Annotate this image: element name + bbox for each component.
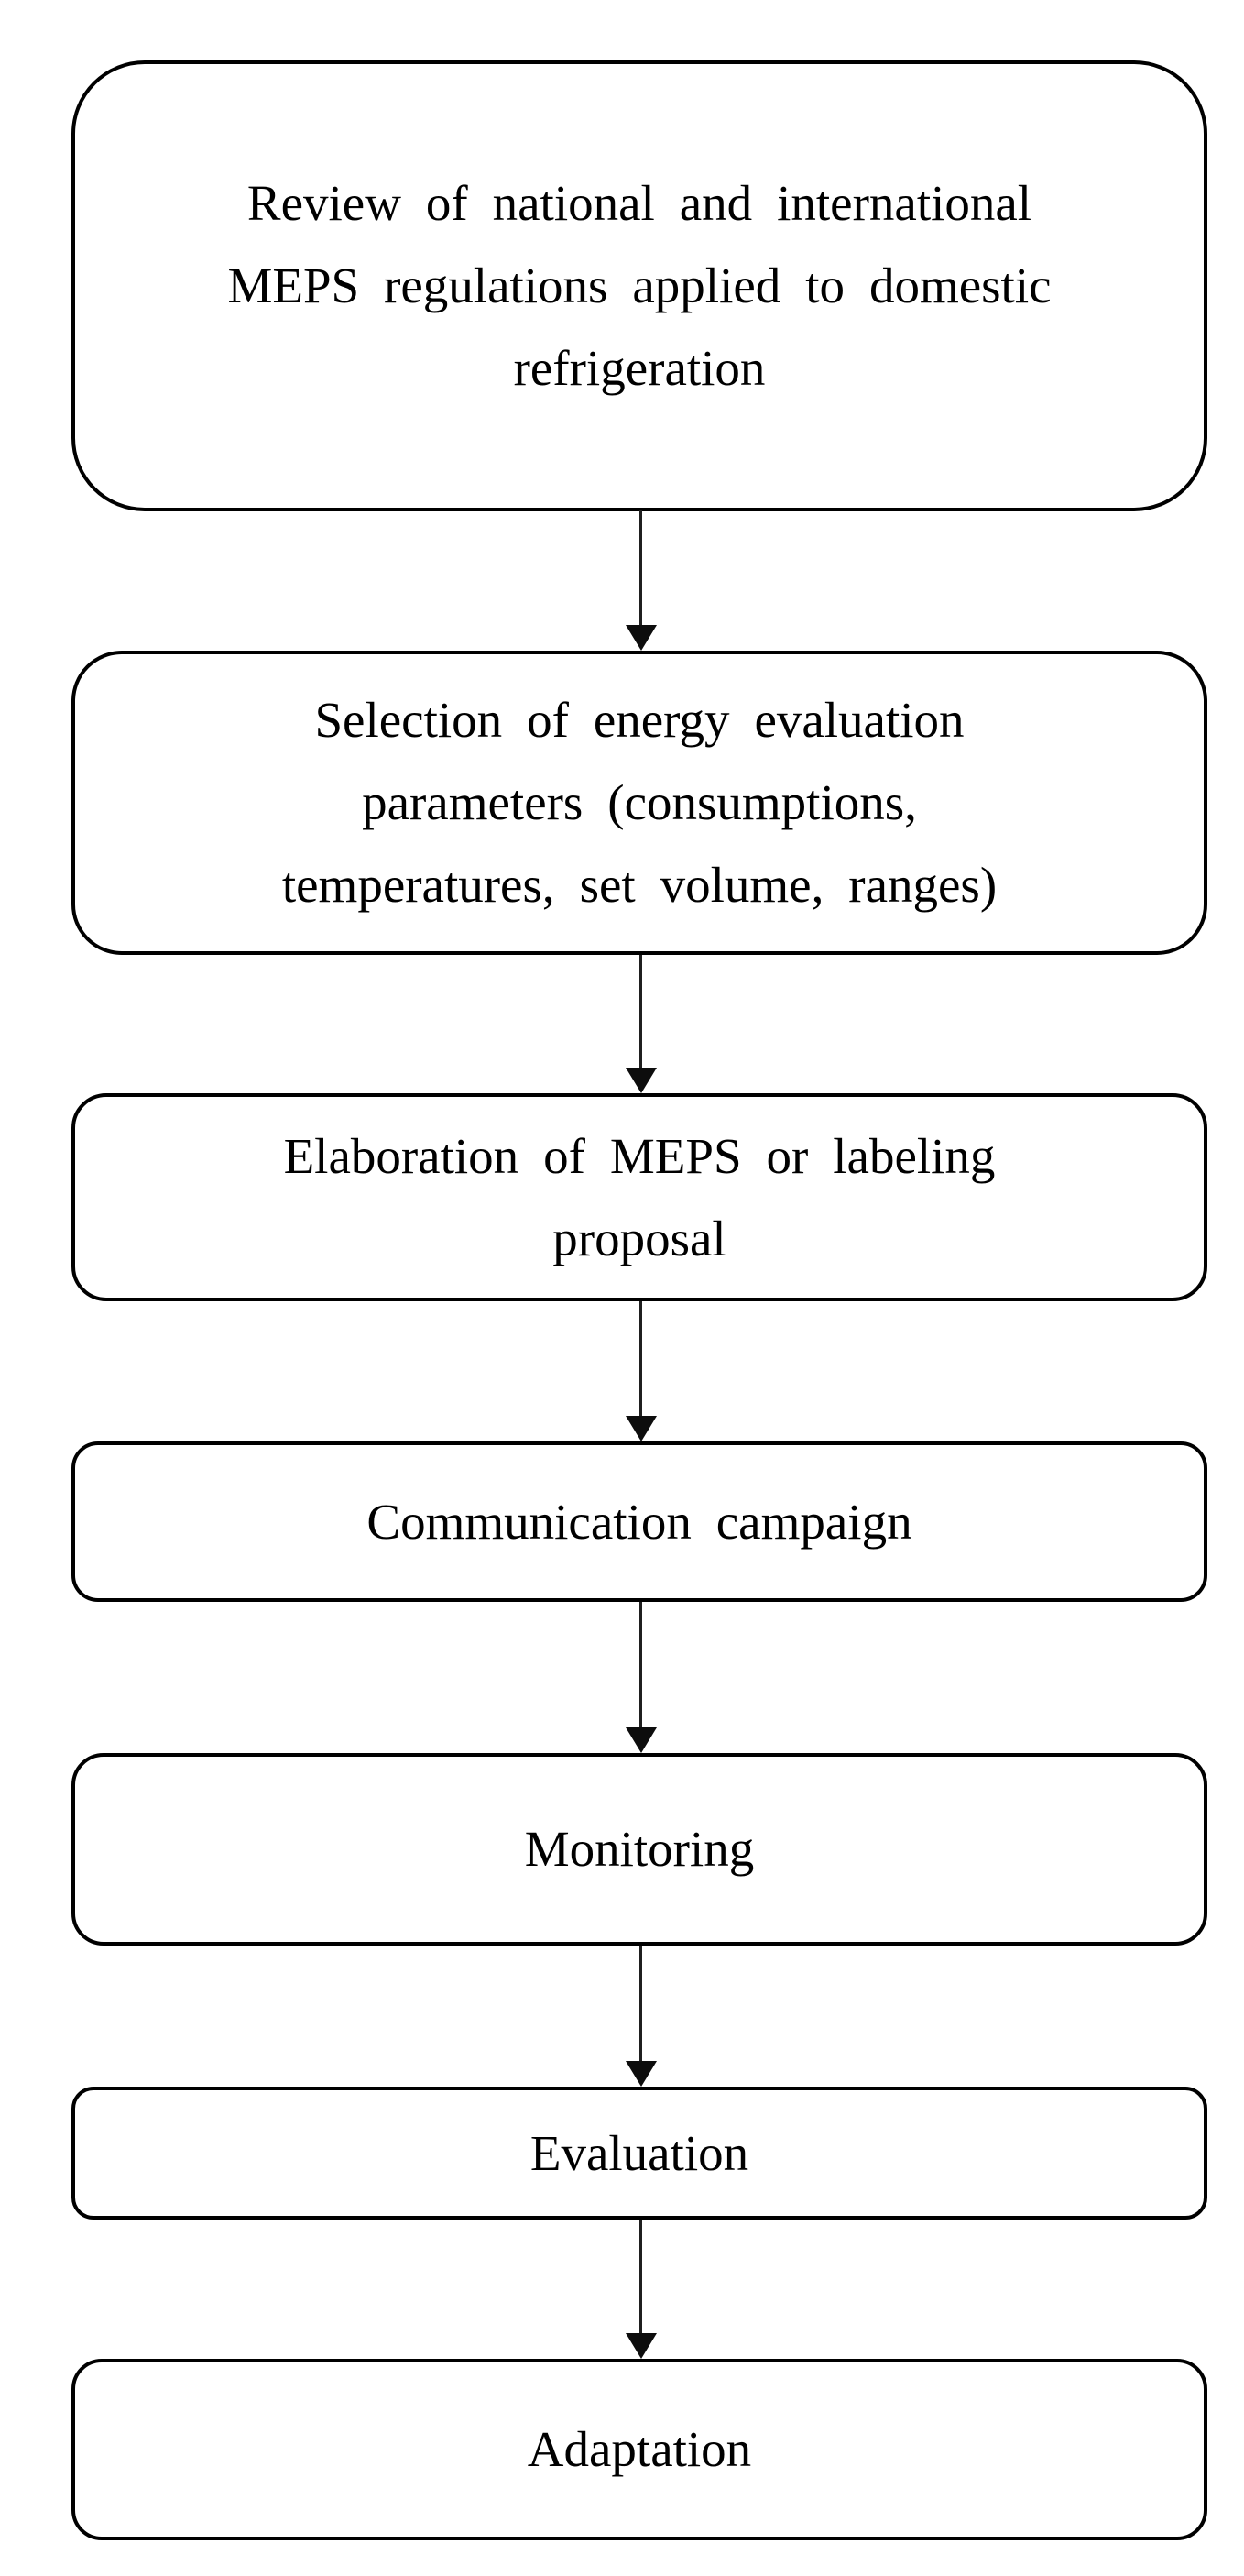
arrow-shaft <box>639 510 642 625</box>
flow-step-communication-campaign: Communication campaign <box>71 1441 1207 1602</box>
step-label-line: Monitoring <box>524 1821 755 1877</box>
step-label-line: Elaboration of MEPS or labeling <box>283 1127 996 1184</box>
step-label-line: Communication campaign <box>366 1493 912 1550</box>
flow-step-review-regulations: Review of national and international MEP… <box>71 60 1207 511</box>
step-label-line: Review of national and international <box>246 175 1032 231</box>
step-label-line: Selection of energy evaluation <box>314 692 965 748</box>
arrow-down-icon <box>626 2061 657 2087</box>
step-label-line: temperatures, set volume, ranges) <box>281 857 998 913</box>
flow-step-adaptation: Adaptation <box>71 2359 1207 2540</box>
step-label-line: Evaluation <box>529 2124 749 2181</box>
arrow-shaft <box>639 2220 642 2333</box>
flow-step-meps-proposal: Elaboration of MEPS or labeling proposal <box>71 1093 1207 1301</box>
arrow-shaft <box>639 955 642 1068</box>
flow-step-evaluation: Evaluation <box>71 2087 1207 2220</box>
arrow-down-icon <box>626 625 657 651</box>
arrow-down-icon <box>626 2333 657 2359</box>
arrow-down-icon <box>626 1068 657 1093</box>
arrow-shaft <box>639 1301 642 1416</box>
flow-step-parameter-selection: Selection of energy evaluation parameter… <box>71 651 1207 955</box>
step-label-line: parameters (consumptions, <box>362 774 917 830</box>
arrow-down-icon <box>626 1727 657 1753</box>
arrow-down-icon <box>626 1416 657 1441</box>
step-label-line: MEPS regulations applied to domestic <box>227 258 1052 313</box>
arrow-shaft <box>639 1602 642 1727</box>
step-label-line: Adaptation <box>527 2421 752 2477</box>
flow-step-monitoring: Monitoring <box>71 1753 1207 1946</box>
step-label-line: refrigeration <box>513 340 766 396</box>
step-label-line: proposal <box>552 1210 726 1266</box>
arrow-shaft <box>639 1946 642 2061</box>
